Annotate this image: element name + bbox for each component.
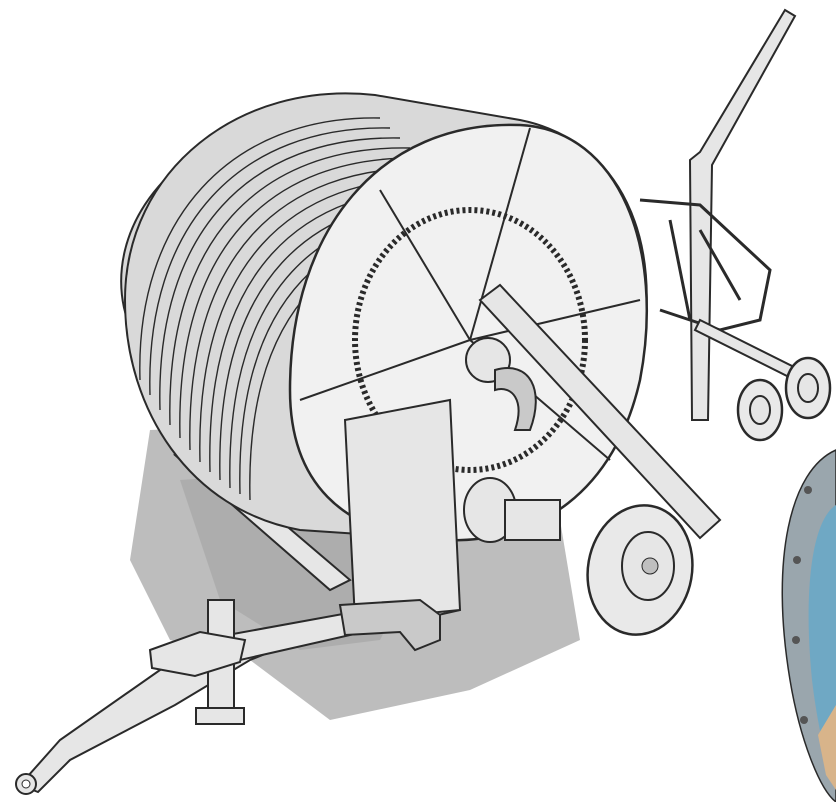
flange-bolt — [792, 636, 800, 644]
tow-eye-hole — [21, 779, 31, 789]
flange-bolt — [793, 556, 801, 564]
hose-coil — [189, 167, 431, 451]
hose-coils — [139, 117, 491, 501]
drum-spoke — [299, 339, 471, 401]
flange-seal — [818, 705, 836, 790]
gearbox — [343, 367, 561, 622]
pipe-arm — [688, 8, 797, 421]
valve-block — [504, 499, 561, 541]
drum-spoke — [469, 299, 641, 341]
wheel — [586, 504, 694, 636]
flange-bolt — [804, 486, 812, 494]
gearbox-plate — [343, 398, 462, 622]
cart-wheel — [784, 356, 832, 420]
cart-rim — [749, 395, 771, 425]
cart-wheel — [736, 378, 784, 442]
cart-axle — [693, 318, 802, 382]
flange-inner — [808, 505, 836, 785]
flange-inset — [781, 449, 836, 802]
hose-coil — [139, 117, 381, 381]
wheel-hub — [641, 557, 659, 575]
gun-cart — [639, 8, 832, 442]
hose-coil — [149, 127, 391, 396]
hose-coil — [159, 137, 401, 411]
flange-bolt — [800, 716, 808, 724]
drum-spokes — [299, 127, 641, 461]
drum-spoke — [469, 127, 531, 341]
inlet-pipe — [338, 598, 441, 652]
hose-coil — [169, 147, 411, 426]
hose-coil — [179, 157, 421, 439]
boom-beam — [478, 283, 722, 540]
turbine-elbow — [494, 367, 537, 431]
cart-rim — [797, 373, 819, 403]
drum-spoke — [379, 189, 471, 341]
support-jack — [148, 599, 247, 725]
jack-foot — [195, 707, 245, 725]
jack-bracket — [148, 630, 247, 678]
drum-ring — [352, 207, 588, 473]
